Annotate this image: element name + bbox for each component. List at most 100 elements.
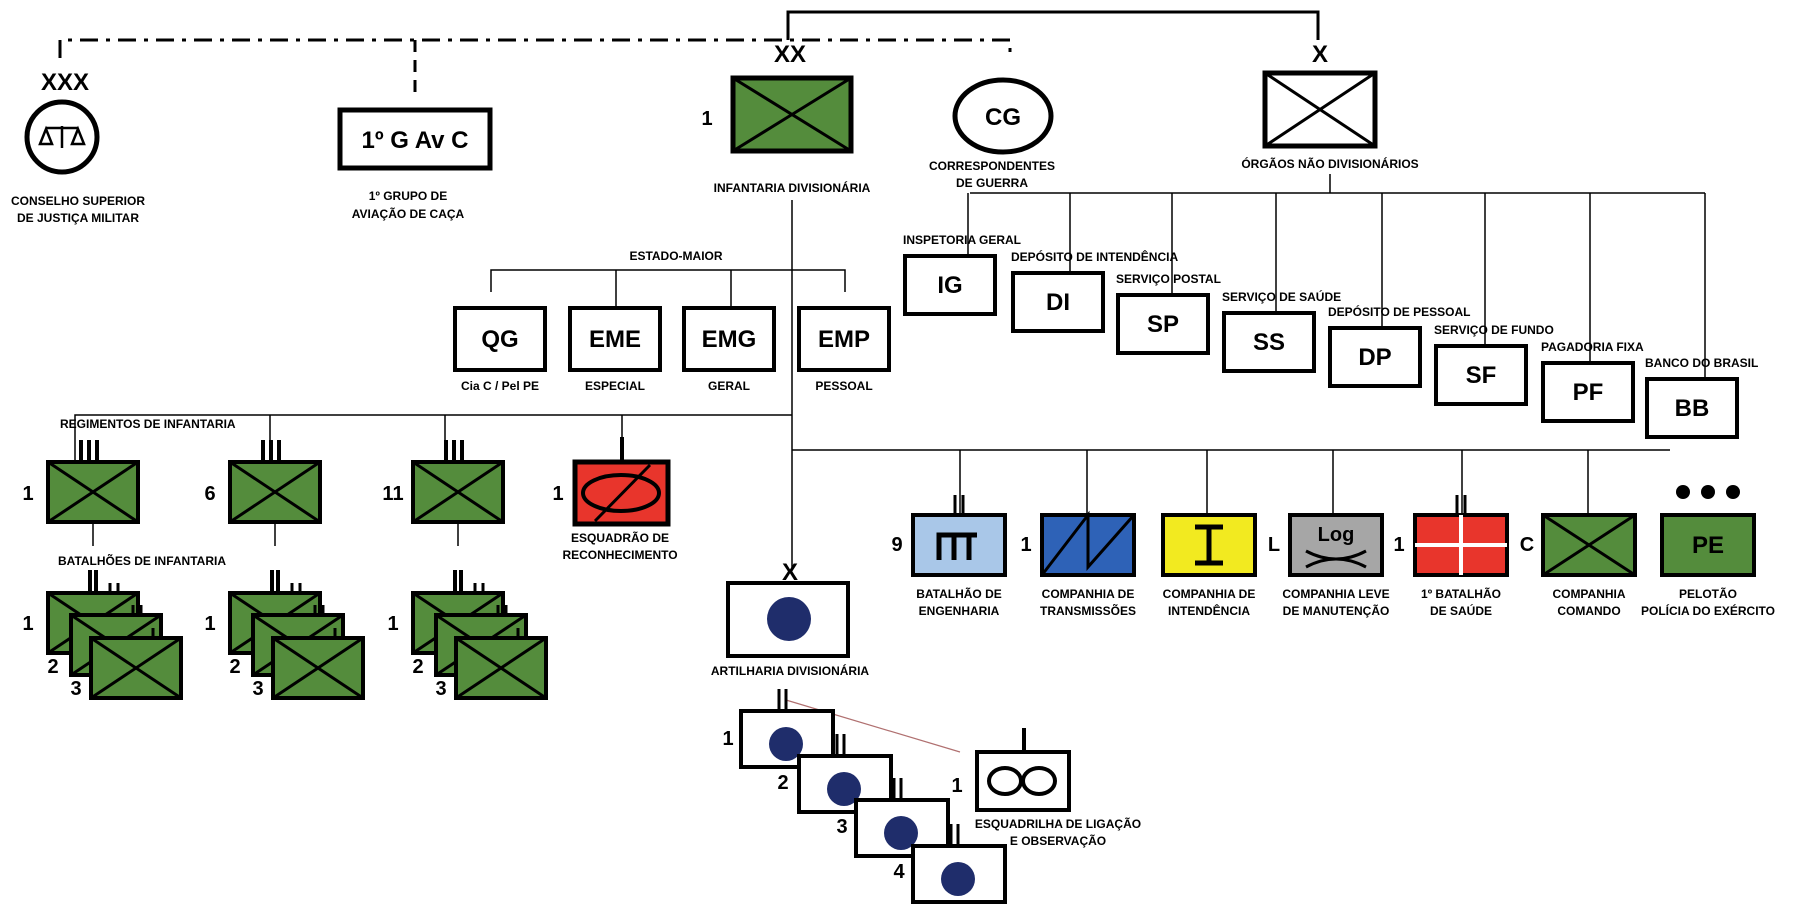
support-number: C [1520,534,1534,556]
liaison-name-2: E OBSERVAÇÃO [1010,833,1106,848]
artillery-name: ARTILHARIA DIVISIONÁRIA [711,663,870,678]
pe-code: PE [1692,532,1724,559]
ond-unit-name: DEPÓSITO DE PESSOAL [1328,304,1470,319]
support-unit-6: C COMPANHIA COMANDO [1520,450,1637,618]
log-code: Log [1318,524,1355,546]
ond-unit-code: BB [1675,395,1710,422]
gavc-unit: 1º G Av C 1º GRUPO DE AVIAÇÃO DE CAÇA [337,107,493,221]
staff-code: EMP [818,326,870,353]
support-name-2: DE SAÚDE [1430,603,1492,618]
battalion-symbol [271,636,365,700]
csjm-echelon: XXX [41,69,89,96]
staff-desc: PESSOAL [815,379,872,393]
support-name-2: DE MANUTENÇÃO [1283,603,1390,618]
artillery-group-number: 2 [777,772,788,794]
artillery-group-4: 4 [893,824,1007,904]
staff-desc: GERAL [708,379,750,393]
ond-unit-sp: SERVIÇO POSTAL SP [1116,193,1221,355]
ond-unit-name: SERVIÇO POSTAL [1116,272,1221,286]
gavc-code: 1º G Av C [361,127,468,154]
staff-code: QG [481,326,518,353]
csjm-unit: XXX CONSELHO SUPERIOR DE JUSTIÇA MILITAR [11,69,145,225]
battalion-symbol [89,636,183,700]
regiment-number: 11 [382,483,403,505]
regiment-number: 1 [22,483,33,505]
ond-unit-name: INSPETORIA GERAL [903,233,1021,247]
regiments-title: REGIMENTOS DE INFANTARIA [60,417,236,431]
battalion-number: 2 [47,656,58,678]
recon-number: 1 [552,483,563,505]
support-number: L [1268,534,1280,556]
trunk-lines [74,174,1705,570]
support-unit-4: Log L COMPANHIA LEVE DE MANUTENÇÃO [1268,450,1390,618]
gavc-name-1: 1º GRUPO DE [369,189,447,203]
ond-unit-code: SS [1253,329,1285,356]
gavc-name-2: AVIAÇÃO DE CAÇA [352,206,465,221]
artillery-group-number: 4 [893,861,905,883]
ond-unit-sf: SERVIÇO DE FUNDO SF [1434,193,1554,406]
artillery-group-2: 2 [777,734,893,814]
regiment-number: 6 [204,483,215,505]
support-name-1: COMPANHIA DE [1042,587,1135,601]
support-name-1: 1º BATALHÃO [1421,586,1501,601]
battalion-number: 3 [435,678,446,700]
support-name-1: COMPANHIA [1552,587,1625,601]
ond-unit-name: PAGADORIA FIXA [1541,340,1644,354]
battalions-title: BATALHÕES DE INFANTARIA [58,553,226,568]
staff-desc: ESPECIAL [585,379,645,393]
support-name-2: POLÍCIA DO EXÉRCITO [1641,603,1775,618]
ond-unit-code: SF [1466,362,1497,389]
cg-name-2: DE GUERRA [956,176,1028,190]
artillery-group-number: 3 [836,816,847,838]
recon-name-2: RECONHECIMENTO [562,548,677,562]
battalion-number: 2 [412,656,423,678]
recon-unit: 1 ESQUADRÃO DE RECONHECIMENTO [552,415,678,562]
support-name-2: INTENDÊNCIA [1168,603,1250,618]
regiment-3-symbol [411,460,505,524]
ond-unit-code: IG [937,272,962,299]
ond-unit-dp: DEPÓSITO DE PESSOAL DP [1328,193,1470,388]
battalion-number: 1 [387,613,398,635]
division-unit: XX 1 INFANTARIA DIVISIONÁRIA [701,41,870,195]
scales-icon [38,125,86,148]
support-unit-3: COMPANHIA DE INTENDÊNCIA [1161,450,1257,618]
ond-unit-code: DI [1046,289,1070,316]
artillery-group-3: 3 [836,778,950,858]
ond-unit: X ÓRGÃOS NÃO DIVISIONÁRIOS [1241,41,1418,171]
division-name: INFANTARIA DIVISIONÁRIA [714,180,871,195]
staff-title: ESTADO-MAIOR [629,249,722,263]
ond-unit-code: SP [1147,311,1179,338]
top-connectors [58,10,1320,95]
liaison-number: 1 [951,775,962,797]
non-divisional-group: INSPETORIA GERAL IG DEPÓSITO DE INTENDÊNCI… [903,193,1758,439]
support-name-1: COMPANHIA DE [1163,587,1256,601]
support-name-2: ENGENHARIA [919,604,1000,618]
support-name-1: PELOTÃO [1679,586,1737,601]
regiment-2-symbol [228,460,322,524]
ond-unit-name: SERVIÇO DE FUNDO [1434,323,1554,337]
staff-unit-emp: EMP PESSOAL [797,306,891,393]
ond-unit-code: DP [1358,344,1391,371]
battalion-number: 3 [252,678,263,700]
support-unit-7: PE PELOTÃO POLÍCIA DO EXÉRCITO [1641,485,1775,618]
cg-unit: CG CORRESPONDENTES DE GUERRA [929,77,1055,190]
support-name-2: TRANSMISSÕES [1040,603,1136,618]
csjm-name-1: CONSELHO SUPERIOR [11,194,145,208]
ond-unit-ig: INSPETORIA GERAL IG [903,193,1021,316]
support-number: 1 [1020,534,1031,556]
support-name-1: COMPANHIA LEVE [1282,587,1389,601]
support-name-2: COMANDO [1557,604,1620,618]
